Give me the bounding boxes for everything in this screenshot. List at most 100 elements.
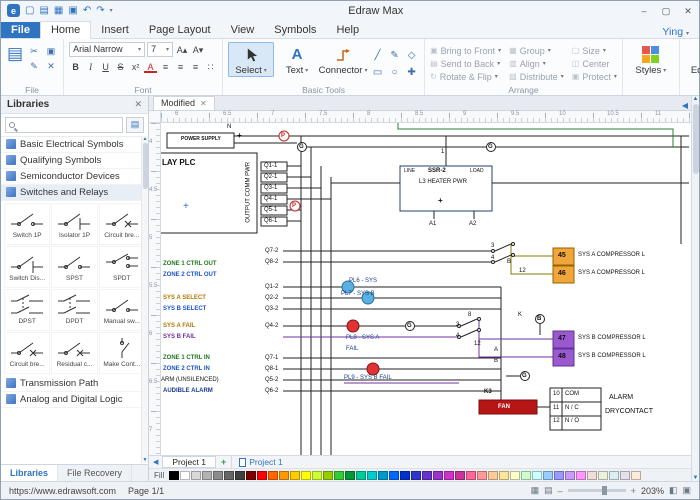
drycontact-label[interactable]: DRYCONTACT [605,408,653,416]
panel-close-icon[interactable]: ✕ [134,99,142,110]
library-item[interactable]: Transmission Path [1,376,148,392]
italic-icon[interactable]: I [84,60,97,74]
pl8-label[interactable]: PL8 - SYS A [346,335,379,342]
zone1-ctrl-out-label[interactable]: ZONE 1 CTRL OUT [163,261,217,268]
color-swatch[interactable] [257,471,267,480]
q-terminal[interactable]: Q2-1 [264,174,277,181]
q-terminal[interactable]: Q1-2 [265,284,278,291]
pilot-lamp-p[interactable]: P [292,203,296,210]
sysa-select-label[interactable]: SYS A SELECT [163,295,206,302]
shape-tool-icon[interactable]: ◇ [404,48,419,63]
font-name-select[interactable]: Arial Narrow▾ [69,42,145,57]
distribute-button[interactable]: ▧Distribute▾ [509,72,564,82]
fit-page-icon[interactable]: ▤ [544,485,553,496]
color-swatch[interactable] [334,471,344,480]
ground-g[interactable]: G [407,323,412,330]
align-center-icon[interactable]: ≡ [174,60,187,74]
increase-font-icon[interactable]: A▴ [175,42,189,57]
color-swatch[interactable] [466,471,476,480]
color-swatch[interactable] [411,471,421,480]
tb-number[interactable]: 11 [553,405,559,412]
page-center-marker[interactable]: + [183,201,189,212]
alarm-label[interactable]: ALARM [609,394,633,402]
zoom-in-icon[interactable]: + [631,486,636,496]
symbol-cell[interactable]: DPDT [51,289,97,331]
color-swatch[interactable] [488,471,498,480]
color-swatch[interactable] [521,471,531,480]
contact-number[interactable]: 4 [491,255,494,262]
color-swatch[interactable] [532,471,542,480]
q-terminal[interactable]: Q4-2 [265,323,278,330]
wire-number[interactable]: 1 [441,149,444,156]
library-item[interactable]: Analog and Digital Logic [1,392,148,408]
paste-icon[interactable]: ▤ [7,44,23,64]
tab-page-layout[interactable]: Page Layout [139,22,221,38]
terminal-45[interactable]: 45 [558,252,566,260]
ssr-a2[interactable]: A2 [469,221,476,228]
scroll-up-icon[interactable]: ▲ [693,96,699,102]
pilot-lamp-p[interactable]: P [281,133,285,140]
color-swatch[interactable] [477,471,487,480]
bold-icon[interactable]: B [69,60,82,74]
q-terminal[interactable]: Q4-1 [264,196,277,203]
library-search-input[interactable] [18,120,119,130]
save-icon[interactable]: ▦ [54,6,63,16]
tab-view[interactable]: View [221,22,265,38]
user-account[interactable]: Ying ▾ [662,26,699,38]
q-terminal[interactable]: Q8-1 [265,366,278,373]
drawing-canvas[interactable]: N POWER SUPPLY + P G LAY PLC OUTPUT COMM… [161,123,691,455]
tab-insert[interactable]: Insert [91,22,139,38]
styles-button[interactable]: Styles▾ [628,42,674,77]
open-document-item[interactable]: Project 1 [231,456,283,468]
zoom-slider[interactable] [568,489,626,492]
color-swatch[interactable] [279,471,289,480]
align-right-icon[interactable]: ≡ [189,60,202,74]
ground-g[interactable]: G [299,144,304,151]
color-swatch[interactable] [213,471,223,480]
underline-icon[interactable]: U [99,60,112,74]
close-doc-icon[interactable]: ✕ [200,99,207,108]
color-swatch[interactable] [631,471,641,480]
symbol-cell[interactable]: DPST [4,289,50,331]
color-swatch[interactable] [356,471,366,480]
sysb-select-label[interactable]: SYS B SELECT [163,306,206,313]
tb-number[interactable]: 12 [553,418,560,425]
color-swatch[interactable] [499,471,509,480]
fan-relay-label[interactable]: FAN [498,404,510,411]
zone2-ctrl-out-label[interactable]: ZONE 2 CTRL OUT [163,272,217,279]
document-tab[interactable]: Modified✕ [153,96,215,110]
scroll-thumb[interactable] [143,143,148,189]
align-left-icon[interactable]: ≡ [159,60,172,74]
print-icon[interactable]: ▣ [68,6,77,16]
send-to-back-button[interactable]: ▤Send to Back▾ [430,59,501,69]
bring-to-front-button[interactable]: ▣Bring to Front▾ [430,46,501,56]
q-terminal[interactable]: Q5-2 [265,377,278,384]
color-swatch[interactable] [367,471,377,480]
symbol-cell[interactable]: SPDT [99,246,145,288]
color-swatch[interactable] [224,471,234,480]
color-swatch[interactable] [565,471,575,480]
qat-customize-icon[interactable]: ▾ [110,8,113,14]
ground-g[interactable]: G [522,373,527,380]
new-icon[interactable]: ▢ [25,6,34,16]
k3-label[interactable]: K3 [484,389,492,396]
vertical-scrollbar[interactable]: ▲ ▼ [691,96,699,481]
page-mode-icon[interactable]: ▣ [682,485,691,496]
ssr-line-label[interactable]: LINE [404,169,415,175]
q-terminal[interactable]: Q5-1 [264,207,277,214]
symbol-cell[interactable]: Make Cont... [99,332,145,374]
contact-letter[interactable]: A [494,347,498,354]
symbol-cell[interactable]: Circuit bre... [4,332,50,374]
color-swatch[interactable] [422,471,432,480]
bullet-list-icon[interactable]: ∷ [204,60,217,74]
pl7-label[interactable]: PL7 - SYS B [341,291,375,298]
close-button[interactable]: ✕ [677,2,699,20]
align-button[interactable]: ▥Align▾ [509,59,564,69]
tab-symbols[interactable]: Symbols [264,22,326,38]
color-swatch[interactable] [169,471,179,480]
rotate-flip-button[interactable]: ↻Rotate & Flip▾ [430,72,501,82]
scroll-up-icon[interactable]: ▲ [143,136,148,142]
color-swatch[interactable] [510,471,520,480]
tab-help[interactable]: Help [326,22,369,38]
color-swatch[interactable] [378,471,388,480]
